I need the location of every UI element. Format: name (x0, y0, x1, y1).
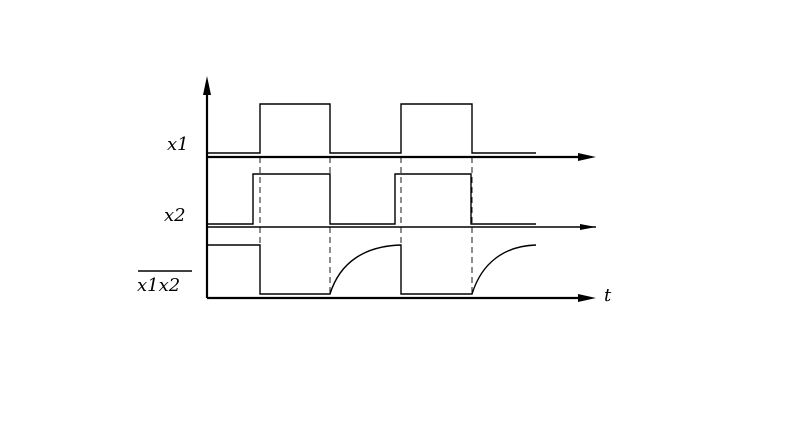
x2-baseline-arrow (580, 224, 596, 230)
vertical-axis-arrow (203, 76, 211, 95)
x1-label: x1 (167, 134, 189, 155)
time-label: t (604, 285, 612, 306)
x1-waveform (207, 103, 536, 154)
product-waveform (207, 244, 537, 295)
x2-label: x2 (164, 205, 186, 226)
x1-baseline-arrow (578, 153, 596, 161)
x2-waveform (207, 173, 536, 225)
product-label: x1x2 (137, 275, 180, 296)
time-axis-arrow (578, 294, 596, 302)
